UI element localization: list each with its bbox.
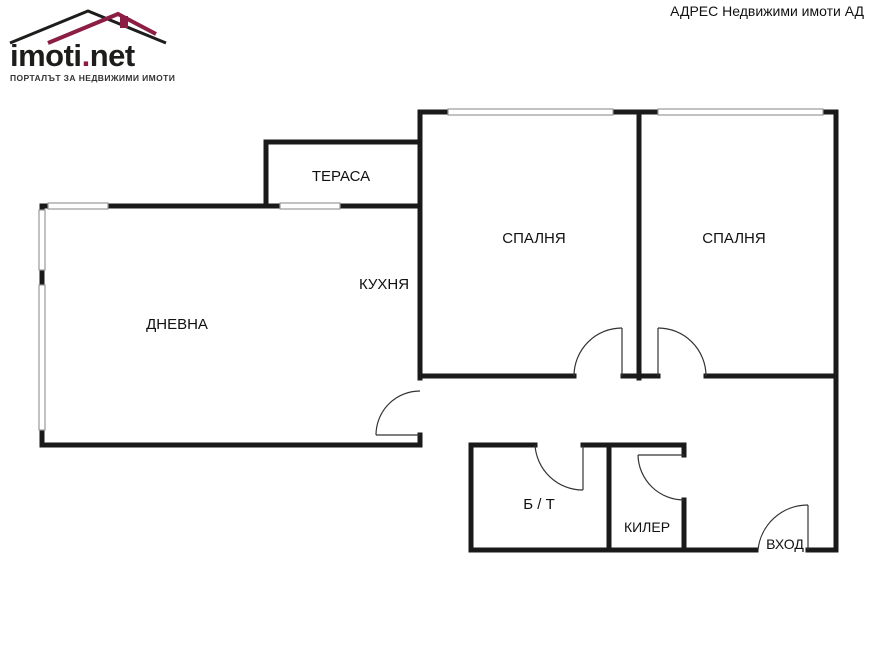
agency-name: АДРЕС Недвижими имоти АД — [670, 3, 864, 19]
room-label-bedroom-2: СПАЛНЯ — [702, 230, 765, 247]
logo-tagline: ПОРТАЛЪТ ЗА НЕДВИЖИМИ ИМОТИ — [10, 73, 176, 83]
logo-dot: . — [81, 38, 91, 73]
site-logo[interactable]: imoti.net ПОРТАЛЪТ ЗА НЕДВИЖИМИ ИМОТИ — [8, 8, 175, 88]
room-label-kitchen: КУХНЯ — [359, 276, 409, 293]
logo-tld: net — [89, 38, 136, 73]
room-label-storage: КИЛЕР — [624, 519, 670, 535]
logo-name: imoti — [10, 38, 82, 73]
window-living-top — [47, 202, 109, 210]
door-storage — [637, 454, 685, 501]
doors — [375, 327, 809, 551]
door-living — [375, 390, 421, 436]
door-entrance — [757, 504, 809, 551]
logo-wordmark: imoti.net — [10, 40, 135, 71]
door-bathroom — [534, 444, 584, 491]
door-bedroom-1 — [573, 327, 623, 377]
room-labels: ТЕРАСА СПАЛНЯ СПАЛНЯ КУХНЯ ДНЕВНА Б / Т … — [146, 168, 804, 552]
room-label-terrace: ТЕРАСА — [312, 168, 370, 185]
windows — [38, 108, 824, 431]
window-bedroom-2 — [657, 108, 824, 116]
window-terrace — [279, 202, 341, 210]
window-living-left-upper — [38, 209, 46, 271]
house-roof-icon — [9, 9, 167, 45]
room-label-entrance: ВХОД — [766, 536, 804, 552]
room-label-bathroom: Б / Т — [523, 496, 555, 513]
window-living-left-lower — [38, 284, 46, 431]
door-bedroom-2 — [657, 327, 707, 377]
window-bedroom-1 — [447, 108, 614, 116]
room-label-living: ДНЕВНА — [146, 316, 208, 333]
room-label-bedroom-1: СПАЛНЯ — [502, 230, 565, 247]
